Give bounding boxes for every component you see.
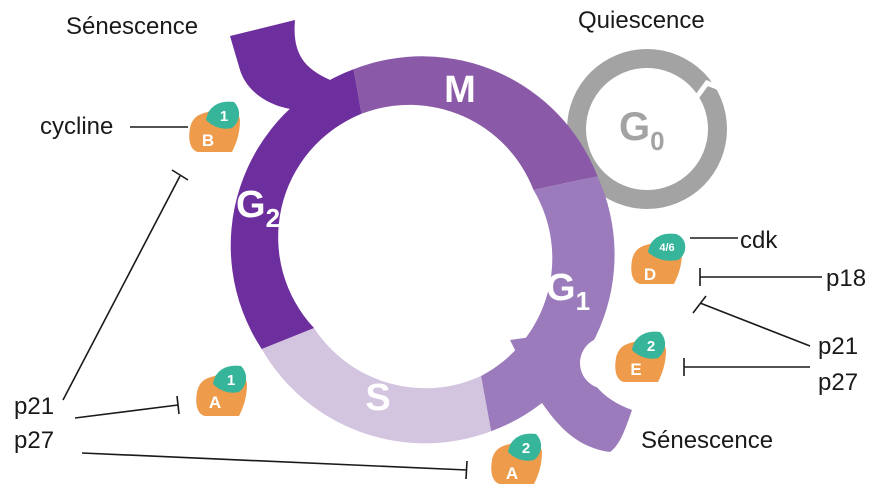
phase-m-sector	[353, 56, 598, 190]
svg-text:A: A	[209, 393, 221, 412]
svg-text:2: 2	[647, 338, 655, 355]
phase-g0-label: G0	[619, 105, 665, 156]
g0-ring	[567, 49, 727, 209]
senescence-top-label: Sénescence	[66, 13, 198, 40]
p27-left-label: p27	[14, 427, 54, 454]
svg-text:A: A	[506, 464, 518, 483]
svg-text:1: 1	[220, 108, 228, 125]
svg-text:2: 2	[522, 440, 530, 457]
phase-s-sector	[261, 328, 492, 444]
svg-text:1: 1	[227, 372, 235, 389]
complex-e2: E 2	[615, 331, 666, 382]
svg-text:D: D	[644, 265, 656, 284]
complex-d46: D 4/6	[631, 233, 686, 284]
g2-senescence-arm	[230, 20, 335, 110]
phase-m-label: M	[444, 69, 476, 111]
complex-b1: B 1	[189, 101, 240, 152]
p21-right-label: p21	[818, 333, 858, 360]
complex-a1: A 1	[196, 365, 247, 416]
cdk-label: cdk	[740, 227, 778, 254]
senescence-bottom-label: Sénescence	[641, 427, 773, 454]
complex-a2: A 2	[491, 433, 542, 484]
phase-g2-label: G2	[236, 184, 280, 233]
p27-right-label: p27	[818, 369, 858, 396]
phase-g2-sector	[230, 69, 362, 350]
svg-text:4/6: 4/6	[659, 242, 674, 254]
quiescence-label: Quiescence	[578, 7, 705, 34]
cycline-label: cycline	[40, 113, 113, 140]
svg-text:E: E	[630, 360, 641, 379]
phase-g1-label: G1	[546, 267, 590, 316]
p21-left-label: p21	[14, 393, 54, 420]
p18-label: p18	[826, 265, 866, 292]
phase-s-label: S	[365, 377, 390, 419]
phase-g1-sector	[481, 176, 615, 432]
svg-text:B: B	[202, 131, 214, 150]
inhibition-lines	[62, 126, 822, 480]
